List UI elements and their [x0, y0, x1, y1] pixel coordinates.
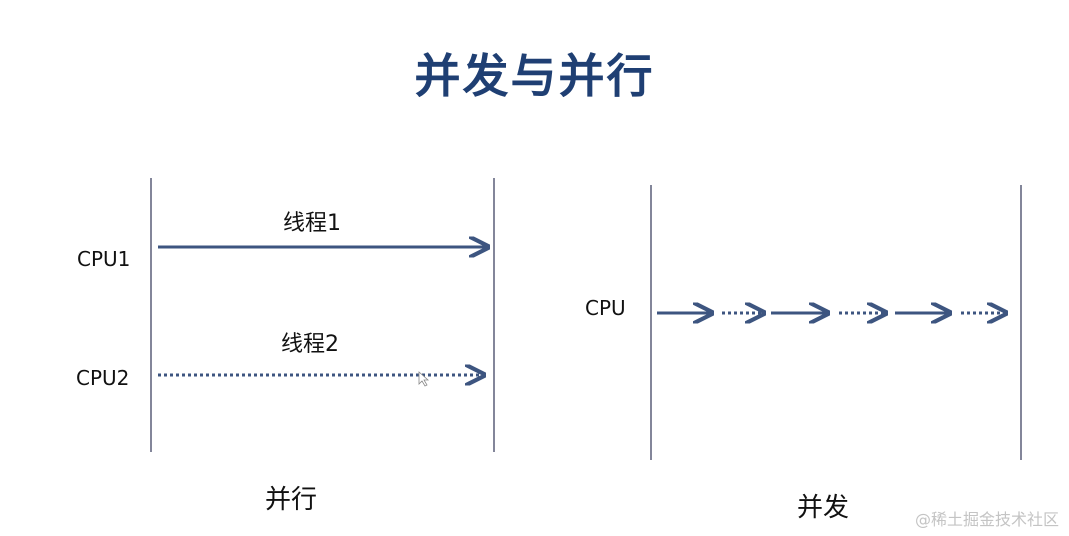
- thread1-label: 线程1: [283, 211, 341, 236]
- cpu2-label: CPU2: [76, 366, 130, 390]
- slide-title: 并发与并行: [414, 49, 655, 103]
- thread2-label: 线程2: [281, 332, 339, 357]
- concurrent-caption: 并发: [797, 493, 850, 523]
- cpu1-label: CPU1: [77, 247, 131, 271]
- watermark: @稀土掘金技术社区: [914, 510, 1059, 529]
- cursor-icon: [418, 371, 430, 387]
- cpu-label: CPU: [585, 296, 626, 320]
- parallel-caption: 并行: [265, 485, 318, 515]
